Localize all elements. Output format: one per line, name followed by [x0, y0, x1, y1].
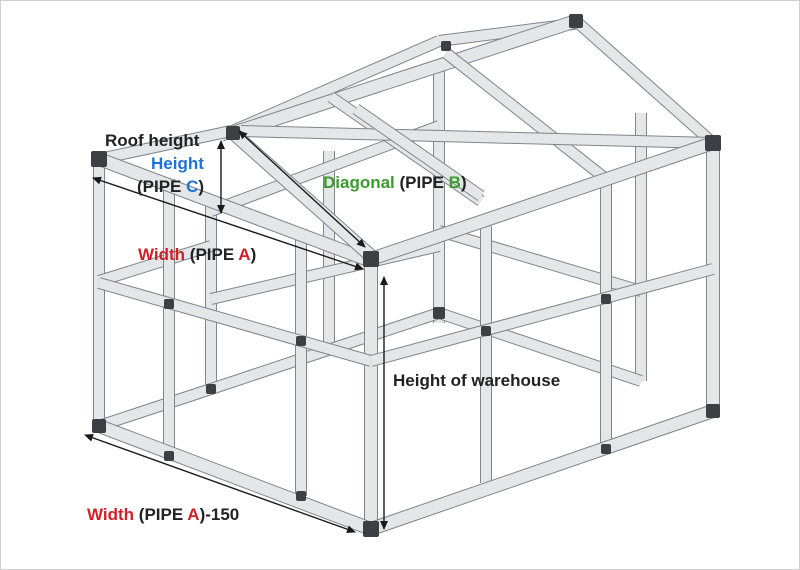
roof-height-label: Roof height [105, 131, 199, 151]
joint-front-corner-bottom [363, 521, 379, 537]
right-wall-floor-beam [369, 405, 715, 535]
roof-ridge [231, 15, 578, 139]
joint-left-lower [164, 451, 174, 461]
joint-right-lower [601, 444, 611, 454]
roof-brace [353, 104, 484, 201]
pipe-c-letter: C [186, 177, 199, 196]
pipe-c-label: (PIPE C) [137, 177, 204, 197]
diagonal-label: Diagonal (PIPE B) [323, 173, 467, 193]
joint-right-mid-1 [481, 326, 491, 336]
joint-back-mid [206, 384, 216, 394]
pipe-b-open: (PIPE [394, 173, 449, 192]
right-wall-eave-beam [369, 137, 715, 265]
left-wall-floor-beam [97, 384, 213, 431]
width-top-dimension-line [92, 176, 364, 271]
joint-right-corner-top [705, 135, 721, 151]
pipe-a-bottom-open: (PIPE [134, 505, 188, 524]
joint-front-left-bottom [92, 419, 106, 433]
pipe-a-top-letter: A [238, 245, 251, 264]
pipe-b-close: ) [460, 173, 467, 192]
joint-right-corner-bottom [706, 404, 720, 418]
pipe-a-bottom-letter: A [187, 505, 200, 524]
width-top-label: Width (PIPE A) [138, 245, 256, 265]
left-wall-top-beam [97, 126, 233, 164]
right-wall-mid-beam [369, 264, 715, 366]
width-bottom-word: Width [87, 505, 135, 524]
joint-ridge-mid [441, 41, 451, 51]
roof-rafter-3 [572, 17, 717, 147]
joint-front-corner-top [363, 251, 379, 267]
middle-frame [93, 14, 717, 432]
joint-ridge-right [569, 14, 583, 28]
pipe-c-open: (PIPE [137, 177, 187, 196]
width-bottom-label: Width (PIPE A)-150 [87, 505, 239, 525]
joint-gable-left [226, 126, 240, 140]
height-word: Height [151, 154, 204, 173]
roof-height-text: Roof height [105, 131, 200, 150]
joint-front-lower [296, 491, 306, 501]
pipe-a-top-open: (PIPE [185, 245, 239, 264]
height-of-warehouse-text: Height of warehouse [393, 371, 561, 390]
diagonal-word: Diagonal [323, 173, 395, 192]
height-of-warehouse-label: Height of warehouse [393, 371, 560, 391]
pipe-c-close: ) [198, 177, 205, 196]
joint-front-mid-right [296, 336, 306, 346]
joint-right-mid-2 [601, 294, 611, 304]
width-bottom-dimension-line [84, 433, 356, 534]
pipe-a-bottom-suffix: )-150 [199, 505, 240, 524]
front-mid-beam [97, 278, 373, 366]
joint-back-bottom [433, 307, 445, 319]
pipe-a-top-close: ) [250, 245, 257, 264]
joint-front-mid-left [164, 299, 174, 309]
roof-rafter-2 [442, 49, 610, 183]
joint-front-left-top [91, 151, 107, 167]
pipe-b-letter: B [448, 173, 461, 192]
width-top-word: Width [138, 245, 186, 264]
height-word-label: Height [151, 154, 204, 174]
